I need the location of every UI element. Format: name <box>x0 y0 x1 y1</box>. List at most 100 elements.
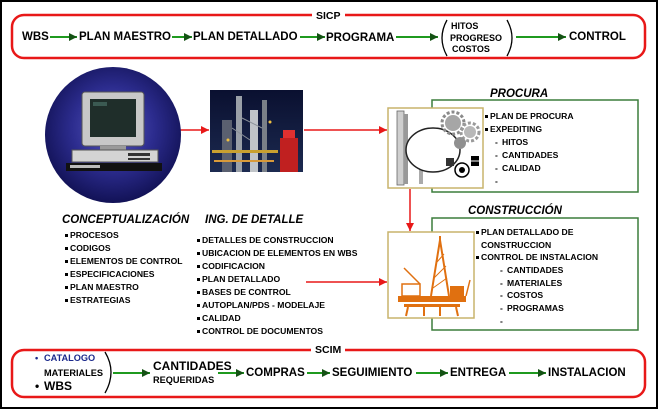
rig-brace <box>433 265 447 279</box>
list-item: PLAN DETALLADO DE CONSTRUCCION <box>476 226 599 251</box>
list-item: PLAN DETALLADO <box>197 273 358 286</box>
plant-tank-top <box>283 130 295 138</box>
gear-icon <box>454 137 466 149</box>
sicp-step-programa: PROGRAMA <box>326 32 395 44</box>
list-subitem: MATERIALES <box>481 277 599 290</box>
rig-flare <box>465 279 471 297</box>
rig-lower-deck <box>404 304 460 307</box>
group-bracket-left <box>441 19 448 57</box>
list-subitem: HITOS <box>490 136 574 149</box>
sicp-group-hitos: HITOS <box>451 21 479 31</box>
oil-rig-illustration <box>387 231 475 319</box>
rig-brace <box>436 253 445 263</box>
rig-leg <box>405 306 409 317</box>
list-item: BASES DE CONTROL <box>197 286 358 299</box>
rig-platform <box>398 296 466 302</box>
ing-detalle-list: DETALLES DE CONSTRUCCION UBICACION DE EL… <box>197 234 358 338</box>
drive-slot <box>128 158 150 160</box>
construccion-title: CONSTRUCCIÓN <box>468 205 562 217</box>
procurement-illustration <box>387 107 484 189</box>
rig-brace <box>432 277 448 289</box>
list-item: CALIDAD <box>197 312 358 325</box>
list-subitem: CANTIDADES <box>481 264 599 277</box>
scim-step-instalacion: INSTALACION <box>548 367 626 379</box>
plant-pipe <box>212 150 278 153</box>
plant-pipe <box>214 160 274 162</box>
list-item: ESTRATEGIAS <box>65 294 183 307</box>
drive-slot <box>128 153 150 156</box>
ing-detalle-title: ING. DE DETALLE <box>205 214 304 226</box>
plant-tower <box>222 120 232 172</box>
list-item: CODIFICACION <box>197 260 358 273</box>
list-subitem: COSTOS <box>481 289 599 302</box>
scim-requeridas: REQUERIDAS <box>153 375 215 385</box>
rig-leg <box>455 306 459 317</box>
plant-lattice <box>231 127 251 141</box>
plant-tower <box>236 96 242 172</box>
list-subitem: CANTIDADES <box>490 149 574 162</box>
list-item: AUTOPLAN/PDS - MODELAJE <box>197 299 358 312</box>
gauge-icon-center <box>459 167 465 173</box>
monitor-neck <box>100 146 126 151</box>
procura-list: PLAN DE PROCURA EXPEDITING HITOS CANTIDA… <box>485 110 574 188</box>
group-bracket-right <box>506 19 513 57</box>
list-item: PLAN MAESTRO <box>65 281 183 294</box>
plant-light <box>268 120 272 124</box>
scim-step-seguimiento: SEGUIMIENTO <box>332 367 413 379</box>
list-subitem <box>481 315 599 328</box>
rig-crane <box>403 267 421 285</box>
gear-icon <box>445 115 461 131</box>
scim-step-compras: COMPRAS <box>246 367 305 379</box>
list-item: ESPECIFICACIONES <box>65 268 183 281</box>
list-item: ELEMENTOS DE CONTROL <box>65 256 183 266</box>
plant-tower <box>262 100 267 172</box>
rig-module <box>450 286 464 296</box>
sicp-step-plan-detallado: PLAN DETALLADO <box>193 31 298 43</box>
gear-icon <box>459 121 481 143</box>
keyboard-keys <box>70 165 100 168</box>
monitor-screen-glare <box>93 102 107 106</box>
conceptualizacion-title: CONCEPTUALIZACIÓN <box>62 214 190 226</box>
rig-module <box>401 283 421 297</box>
scim-label: SCIM <box>311 344 346 356</box>
procurement-box-icon <box>446 158 454 166</box>
construccion-list: PLAN DETALLADO DE CONSTRUCCION CONTROL D… <box>476 226 599 328</box>
sicp-group-costos: COSTOS <box>452 44 490 54</box>
plant-photo <box>210 90 303 172</box>
plant-light <box>226 138 230 142</box>
scim-step-entrega: ENTREGA <box>450 367 507 379</box>
inputs-bracket <box>104 351 112 394</box>
rig-image-frame <box>387 231 475 319</box>
list-item: EXPEDITING <box>485 123 574 136</box>
scim-input-wbs: WBS <box>35 380 72 392</box>
list-item: UBICACION DE ELEMENTOS EN WBS <box>197 248 358 258</box>
list-subitem <box>490 175 574 188</box>
computer-illustration <box>45 67 181 203</box>
sicp-step-wbs: WBS <box>22 31 49 43</box>
plant-tank <box>280 138 298 172</box>
sicp-step-control: CONTROL <box>569 31 626 43</box>
sicp-label: SICP <box>312 10 345 22</box>
gear-icon <box>464 126 476 138</box>
list-item: CONTROL DE INSTALACION <box>476 252 599 263</box>
list-item: CODIGOS <box>65 242 183 255</box>
list-item: PROCESOS <box>65 229 183 242</box>
procura-title: PROCURA <box>490 88 549 100</box>
plant-tower <box>250 110 258 172</box>
sicp-group-progreso: PROGRESO <box>450 33 503 43</box>
scim-cantidades: CANTIDADES <box>153 359 232 373</box>
list-item: DETALLES DE CONSTRUCCION <box>197 234 358 247</box>
scim-input-materiales: MATERIALES <box>44 368 104 378</box>
scim-input-catalogo: CATALOGO <box>35 352 95 364</box>
conceptualizacion-list: PROCESOS CODIGOS ELEMENTOS DE CONTROL ES… <box>65 229 183 307</box>
gear-icon <box>440 110 466 136</box>
plant-lattice <box>241 117 263 129</box>
keyboard <box>66 163 162 171</box>
list-item: PLAN DE PROCURA <box>485 111 574 121</box>
sicp-step-plan-maestro: PLAN MAESTRO <box>79 31 171 43</box>
list-subitem: PROGRAMAS <box>481 302 599 315</box>
procurement-pole <box>396 110 405 186</box>
list-subitem: CALIDAD <box>490 162 574 175</box>
